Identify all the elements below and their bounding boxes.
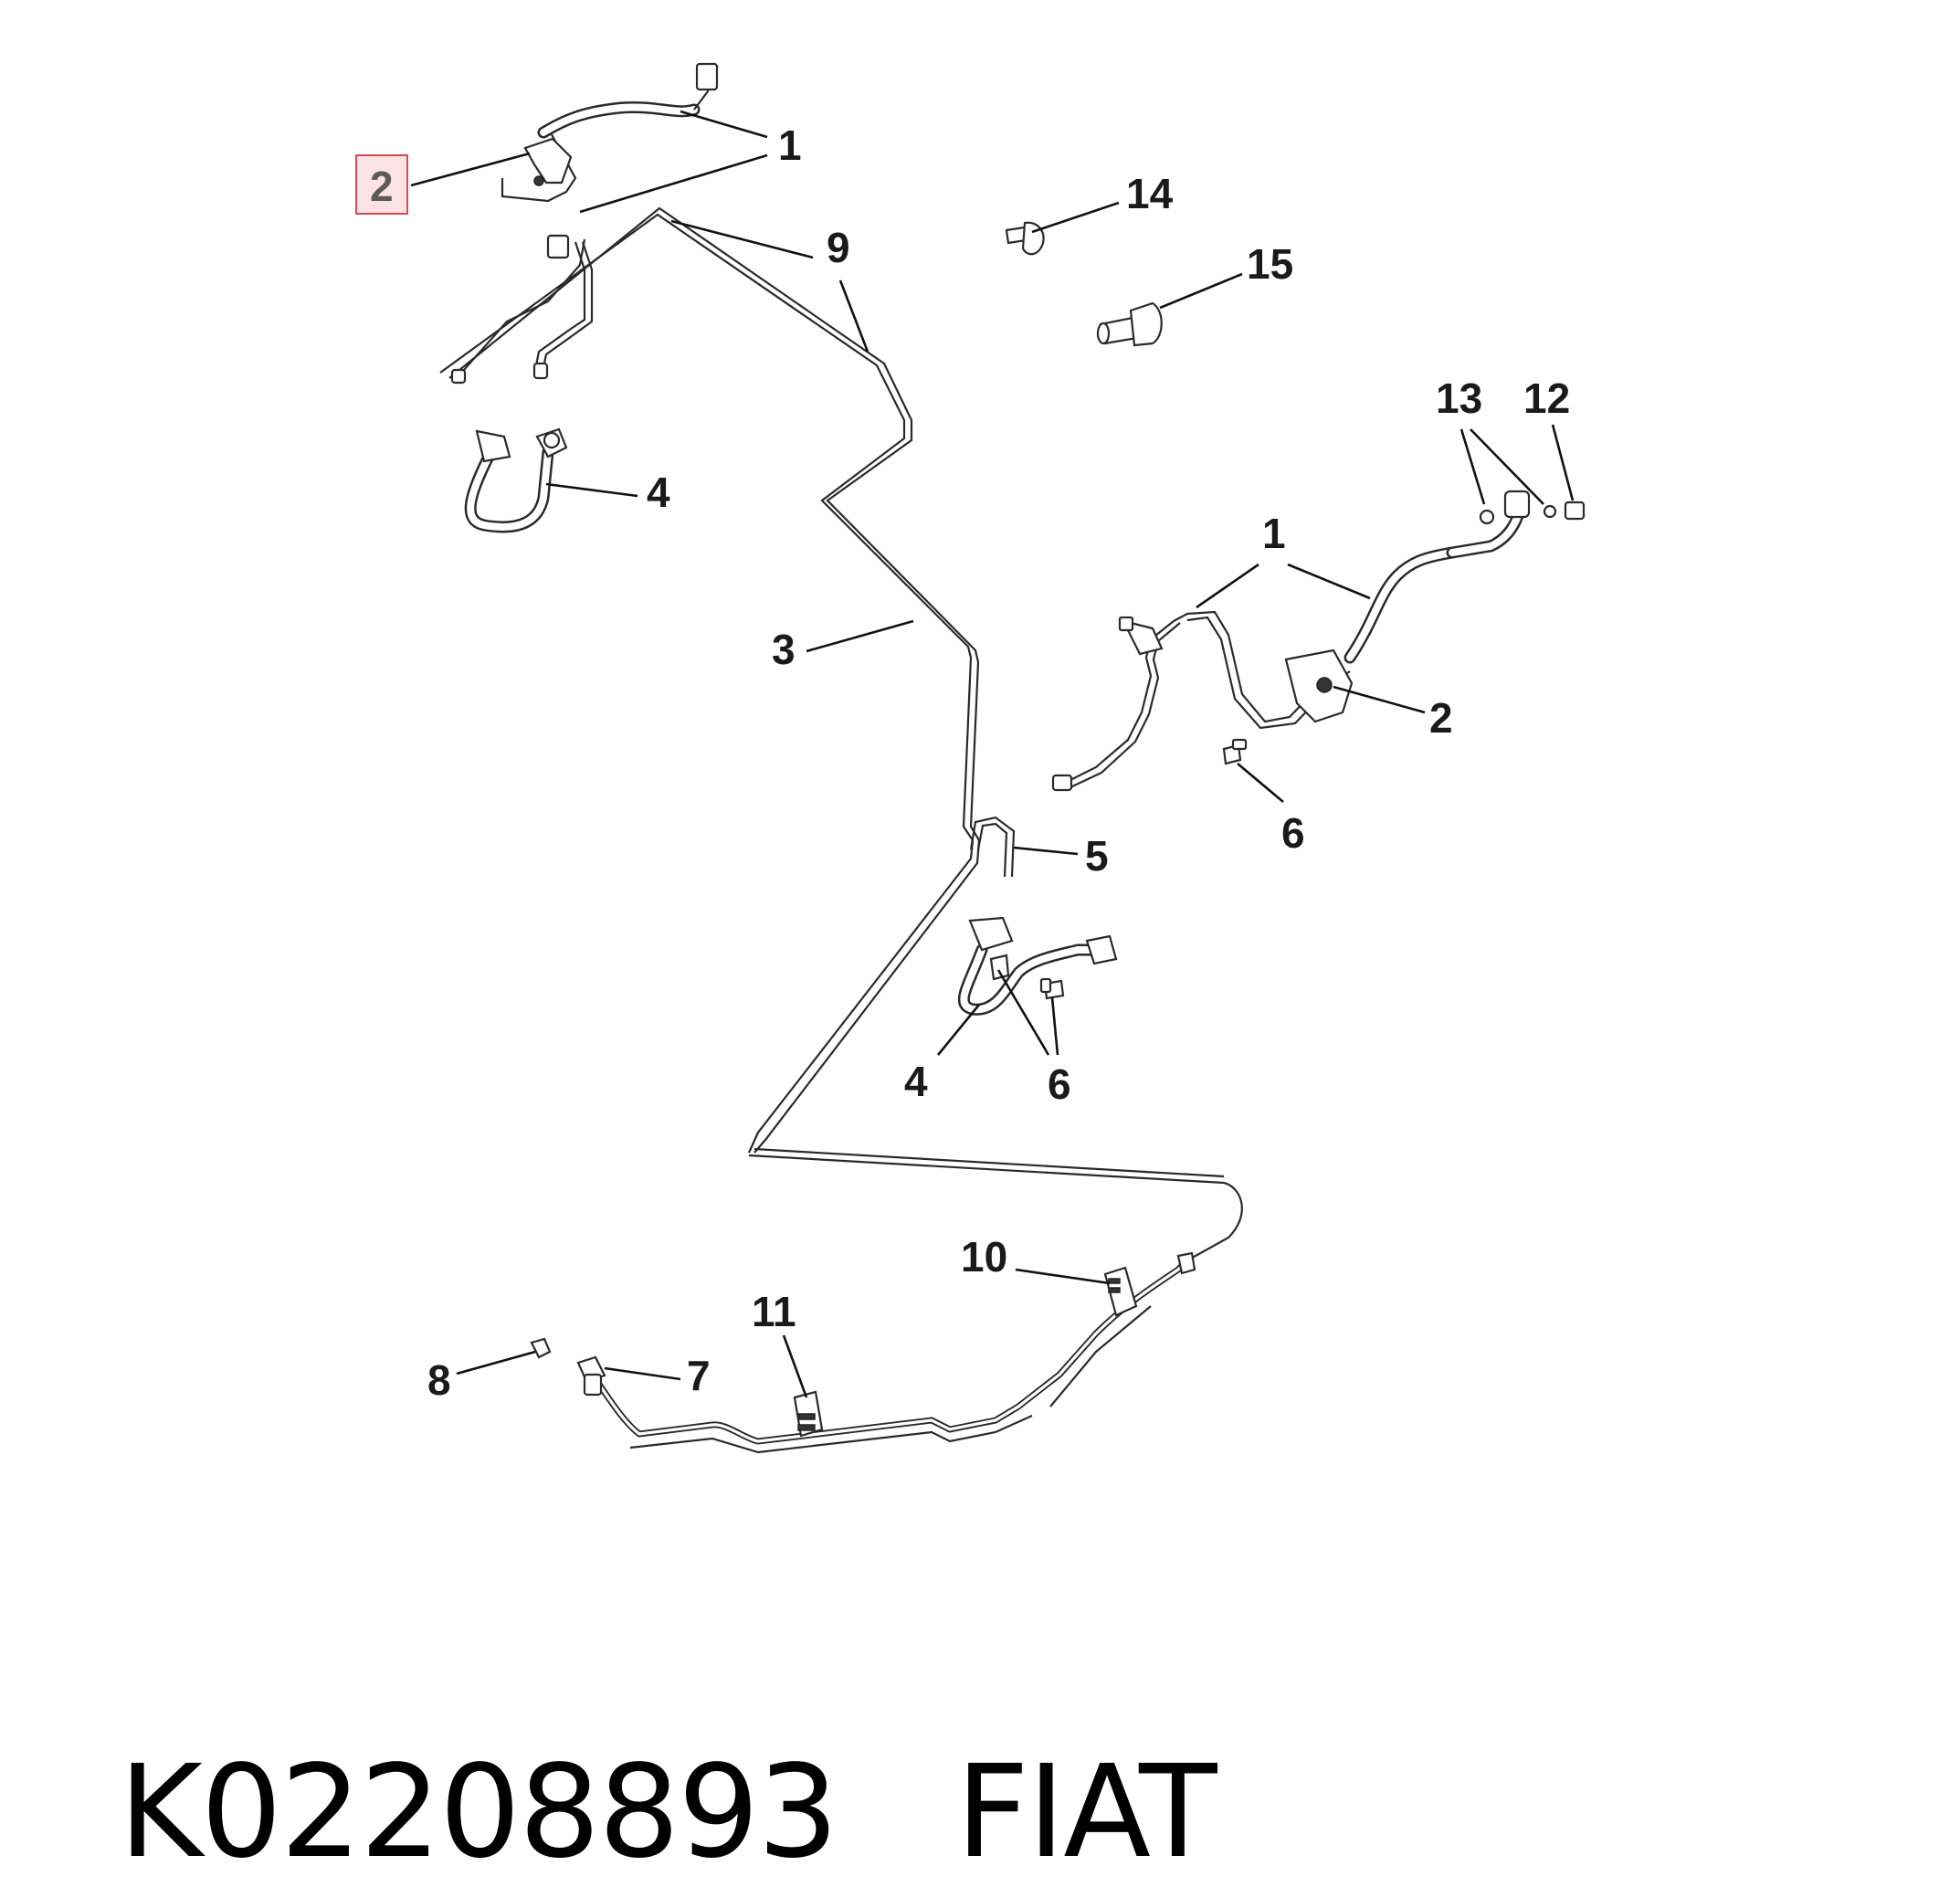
bottom-line-assembly xyxy=(530,1251,1196,1454)
hose-part-4-bottom xyxy=(958,916,1118,1016)
fitting-part-15 xyxy=(1096,301,1163,347)
callout-13[interactable]: 13 xyxy=(1436,374,1482,422)
callout-2-highlight[interactable]: 2 xyxy=(355,154,408,215)
callout-6-bottom[interactable]: 6 xyxy=(1048,1060,1071,1108)
bolt-part-14 xyxy=(1005,221,1045,256)
callout-10[interactable]: 10 xyxy=(961,1233,1007,1281)
callout-14[interactable]: 14 xyxy=(1126,170,1174,217)
leader-lines xyxy=(410,110,1575,1398)
hose-top-left xyxy=(450,62,719,385)
callout-1-right[interactable]: 1 xyxy=(1262,510,1286,557)
callout-1-top[interactable]: 1 xyxy=(778,121,802,169)
callout-4-bottom[interactable]: 4 xyxy=(904,1058,928,1105)
callout-2-top[interactable]: 2 xyxy=(370,163,394,210)
callout-7[interactable]: 7 xyxy=(687,1352,711,1399)
hose-right-assembly xyxy=(1051,490,1586,792)
callout-8[interactable]: 8 xyxy=(427,1356,451,1404)
callout-9[interactable]: 9 xyxy=(827,224,850,271)
brand-name: FIAT xyxy=(955,1738,1217,1887)
part-number: K02208893 xyxy=(119,1738,838,1887)
callout-5[interactable]: 5 xyxy=(1085,832,1109,880)
callout-6-right[interactable]: 6 xyxy=(1281,809,1305,857)
hose-part-4-top xyxy=(464,427,568,533)
brake-line-diagram: 1 2 9 14 15 4 13 12 1 3 2 6 5 4 6 10 11 … xyxy=(355,62,1586,1454)
brake-pipes xyxy=(439,127,1243,1261)
callout-11[interactable]: 11 xyxy=(752,1288,796,1335)
callout-2-right[interactable]: 2 xyxy=(1429,694,1453,742)
callout-4-top[interactable]: 4 xyxy=(647,469,670,516)
callout-labels: 1 2 9 14 15 4 13 12 1 3 2 6 5 4 6 10 11 … xyxy=(355,121,1570,1404)
callout-3[interactable]: 3 xyxy=(772,626,796,673)
callout-12[interactable]: 12 xyxy=(1523,374,1570,422)
callout-15[interactable]: 15 xyxy=(1247,240,1293,288)
footer-caption: K02208893 FIAT xyxy=(41,1621,1217,1887)
